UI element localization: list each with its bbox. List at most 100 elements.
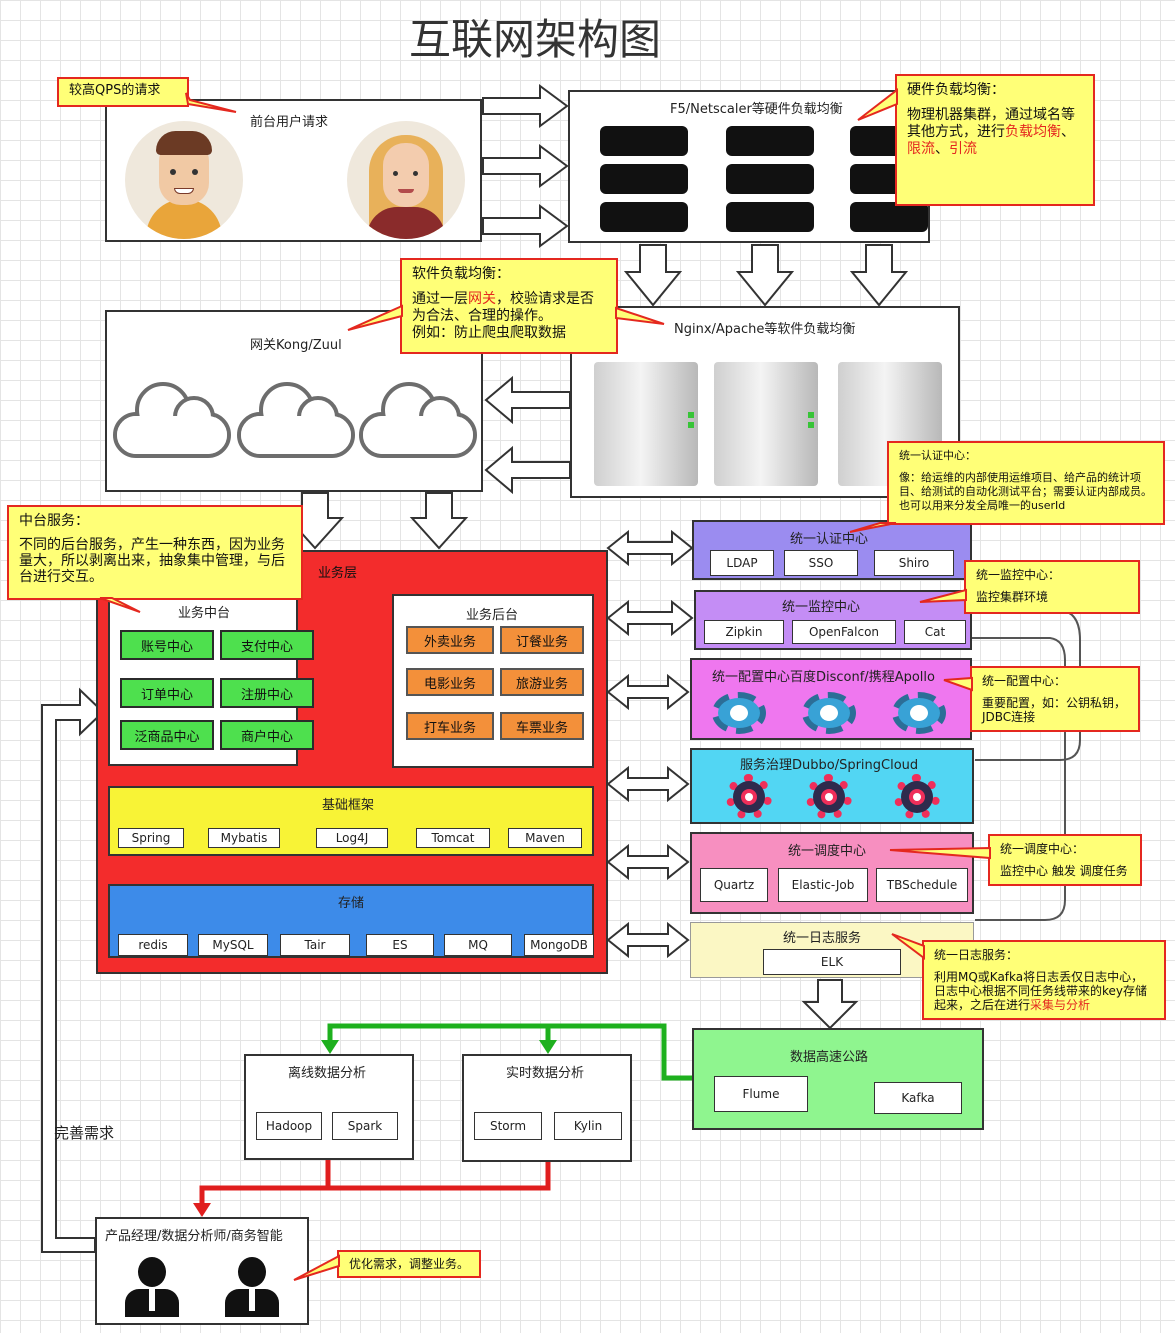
openfalcon-chip[interactable]: OpenFalcon — [792, 620, 896, 644]
governance-box: 服务治理Dubbo/SpringCloud — [690, 748, 974, 824]
note-software-lb-text-c: 例如：防止爬虫爬取数据 — [412, 325, 566, 341]
schedule-center-box: 统一调度中心 Quartz Elastic-Job TBSchedule — [690, 832, 974, 914]
note-schedule-title: 统一调度中心： — [1000, 842, 1085, 856]
auth-center-box: 统一认证中心 LDAP SSO Shiro — [692, 520, 972, 580]
note-hardware-lb-em2: 限流 — [907, 141, 935, 157]
framework-box: 基础框架 Spring Mybatis Log4J Tomcat Maven — [108, 786, 594, 856]
order-center[interactable]: 订单中心 — [120, 678, 214, 708]
arrow-front-to-f5-1 — [482, 84, 569, 128]
kafka-chip[interactable]: Kafka — [874, 1082, 962, 1114]
arrow-f5-down-3 — [849, 244, 909, 307]
log4j-chip[interactable]: Log4J — [316, 828, 388, 848]
business-layer-label: 业务层 — [318, 566, 358, 581]
gear-icon — [708, 690, 770, 736]
note-hardware-lb-em1: 负载均衡 — [1005, 124, 1061, 140]
quartz-chip[interactable]: Quartz — [700, 868, 768, 902]
red-line-2 — [328, 1162, 551, 1191]
spark-chip[interactable]: Spark — [332, 1112, 398, 1140]
zipkin-chip[interactable]: Zipkin — [704, 620, 784, 644]
note-qps: 较高QPS的请求 — [57, 77, 189, 107]
ldap-chip[interactable]: LDAP — [710, 550, 774, 576]
redis-chip[interactable]: redis — [118, 934, 188, 956]
hadoop-chip[interactable]: Hadoop — [256, 1112, 322, 1140]
cloud-icon — [359, 376, 477, 462]
payment-center[interactable]: 支付中心 — [220, 630, 314, 660]
note-log-title: 统一日志服务： — [934, 948, 1019, 962]
gear-icon — [888, 690, 950, 736]
note-config-text: 重要配置，如：公钥私钥，JDBC连接 — [982, 696, 1127, 724]
kylin-chip[interactable]: Kylin — [554, 1112, 622, 1140]
gear-icon — [894, 774, 940, 820]
feedback-label: 完善需求 — [54, 1124, 115, 1142]
cat-chip[interactable]: Cat — [904, 620, 966, 644]
takeout-business[interactable]: 外卖业务 — [406, 626, 494, 654]
note-software-lb-em1: 网关 — [468, 291, 496, 307]
note-hardware-lb-sep2: 、 — [935, 141, 949, 157]
spring-chip[interactable]: Spring — [118, 828, 184, 848]
frontend-box: 前台用户请求 — [105, 99, 482, 242]
elk-chip[interactable]: ELK — [763, 949, 901, 975]
arrow-front-to-f5-2 — [482, 144, 569, 188]
tair-chip[interactable]: Tair — [280, 934, 350, 956]
movie-business[interactable]: 电影业务 — [406, 668, 494, 696]
note-hardware-lb-text: 物理机器集群，通过域名等其他方式，进行 — [907, 107, 1075, 140]
monitor-center-label: 统一监控中心 — [782, 600, 861, 615]
registry-center[interactable]: 注册中心 — [220, 678, 314, 708]
maven-chip[interactable]: Maven — [508, 828, 582, 848]
mongodb-chip[interactable]: MongoDB — [524, 934, 594, 956]
config-center-label: 统一配置中心百度Disconf/携程Apollo — [712, 670, 935, 685]
mq-chip[interactable]: MQ — [444, 934, 512, 956]
realtime-analysis-label: 实时数据分析 — [506, 1066, 585, 1081]
arrow-nginx-to-gateway-2 — [484, 445, 571, 495]
note-log-em1: 采集与分析 — [1030, 998, 1091, 1012]
gear-icon — [798, 690, 860, 736]
flume-chip[interactable]: Flume — [714, 1076, 808, 1112]
note-config-title: 统一配置中心： — [982, 674, 1067, 688]
log-service-label: 统一日志服务 — [783, 931, 862, 946]
product-label: 产品经理/数据分析师/商务智能 — [105, 1229, 283, 1244]
merchant-center[interactable]: 商户中心 — [220, 720, 314, 750]
page-title: 互联网架构图 — [408, 14, 661, 64]
travel-business[interactable]: 旅游业务 — [500, 668, 584, 696]
arrow-feedback-loop — [41, 687, 105, 1253]
business-layer: 业务层 业务中台 账号中心 支付中心 订单中心 注册中心 泛商品中心 商户中心 … — [96, 550, 608, 974]
return-line-2 — [972, 637, 1066, 921]
tomcat-chip[interactable]: Tomcat — [416, 828, 490, 848]
shiro-chip[interactable]: Shiro — [874, 550, 954, 576]
elastic-job-chip[interactable]: Elastic-Job — [778, 868, 868, 902]
sso-chip[interactable]: SSO — [784, 550, 858, 576]
monitor-center-box: 统一监控中心 Zipkin OpenFalcon Cat — [694, 590, 972, 650]
note-hardware-lb-em3: 引流 — [949, 141, 977, 157]
framework-label: 基础框架 — [322, 798, 375, 813]
storm-chip[interactable]: Storm — [474, 1112, 542, 1140]
note-middle-platform: 中台服务： 不同的后台服务，产生一种东西，因为业务量大，所以剥离出来，抽象集中管… — [7, 505, 303, 600]
dining-business[interactable]: 订餐业务 — [500, 626, 584, 654]
note-monitor-title: 统一监控中心： — [976, 568, 1061, 582]
female-user-avatar — [347, 121, 465, 239]
note-optimize: 优化需求，调整业务。 — [337, 1250, 481, 1278]
note-software-lb-text-a: 通过一层 — [412, 291, 468, 307]
taxi-business[interactable]: 打车业务 — [406, 712, 494, 740]
gateway-label: 网关Kong/Zuul — [250, 338, 342, 353]
green-arrowhead-offline — [321, 1040, 339, 1054]
note-auth-text: 像：给运维的内部使用运维项目、给产品的统计项目、给测试的自动化测试平台；需要认证… — [899, 471, 1152, 512]
cloud-icon — [113, 376, 231, 462]
server-rack-icon — [726, 126, 814, 232]
note-auth: 统一认证中心： 像：给运维的内部使用运维项目、给产品的统计项目、给测试的自动化测… — [887, 441, 1165, 525]
log-service-box: 统一日志服务 ELK — [690, 922, 974, 978]
account-center[interactable]: 账号中心 — [120, 630, 214, 660]
server-rack-icon — [600, 126, 688, 232]
arrow-nginx-to-gateway-1 — [484, 375, 571, 425]
tbschedule-chip[interactable]: TBSchedule — [876, 868, 968, 902]
ticket-business[interactable]: 车票业务 — [500, 712, 584, 740]
es-chip[interactable]: ES — [366, 934, 434, 956]
mysql-chip[interactable]: MySQL — [198, 934, 268, 956]
generic-product-center[interactable]: 泛商品中心 — [120, 720, 214, 750]
male-user-avatar — [125, 121, 243, 239]
offline-analysis-box: 离线数据分析 Hadoop Spark — [244, 1054, 414, 1160]
auth-center-label: 统一认证中心 — [790, 532, 869, 547]
mybatis-chip[interactable]: Mybatis — [208, 828, 280, 848]
gear-icon — [726, 774, 772, 820]
note-log-text: 利用MQ或Kafka将日志丢仅日志中心，日志中心根据不同任务线带来的key存储起… — [934, 970, 1148, 1012]
arrow-biz-schedule — [606, 843, 690, 881]
